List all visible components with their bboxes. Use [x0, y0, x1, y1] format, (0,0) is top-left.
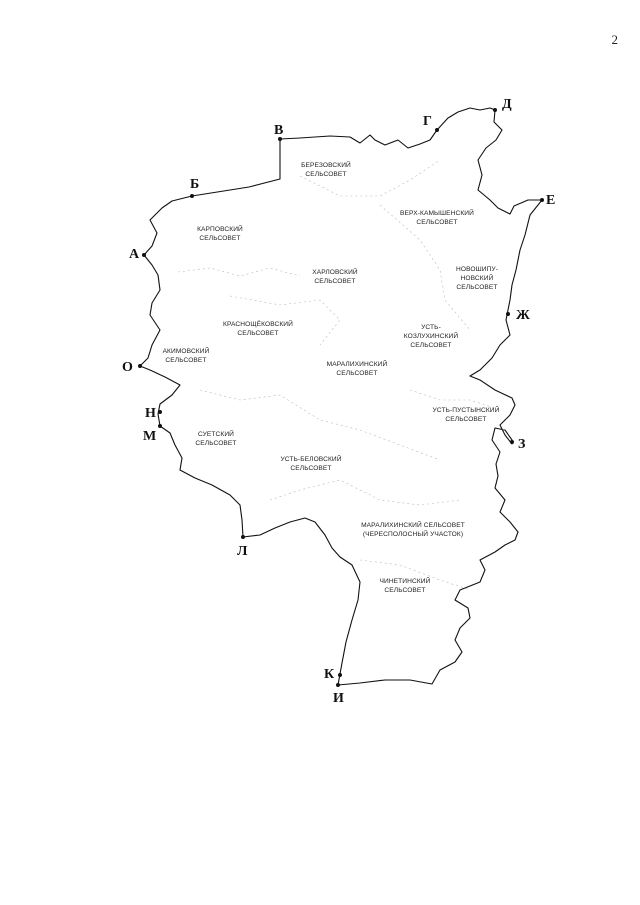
point-b: Б — [190, 177, 199, 198]
region-label-chinetinsky: ЧИНЕТИНСКИЙ СЕЛЬСОВЕТ — [379, 576, 430, 594]
point-d: Д — [493, 97, 512, 112]
svg-text:СЕЛЬСОВЕТ: СЕЛЬСОВЕТ — [165, 357, 206, 364]
region-label-suetsky: СУЕТСКИЙ СЕЛЬСОВЕТ — [195, 429, 236, 447]
region-label-ust-kozlukhinsky: УСТЬ- КОЗЛУХИНСКИЙ СЕЛЬСОВЕТ — [404, 324, 459, 349]
svg-text:СЕЛЬСОВЕТ: СЕЛЬСОВЕТ — [410, 342, 451, 349]
svg-text:НОВОШИПУ-: НОВОШИПУ- — [456, 266, 498, 273]
svg-text:СЕЛЬСОВЕТ: СЕЛЬСОВЕТ — [305, 171, 346, 178]
region-label-akimovsky: АКИМОВСКИЙ СЕЛЬСОВЕТ — [163, 346, 210, 364]
svg-text:СЕЛЬСОВЕТ: СЕЛЬСОВЕТ — [416, 219, 457, 226]
svg-text:УСТЬ-: УСТЬ- — [421, 324, 441, 331]
point-z: З — [510, 437, 525, 452]
point-a: А — [129, 247, 146, 262]
svg-text:УСТЬ-БЕЛОВСКИЙ: УСТЬ-БЕЛОВСКИЙ — [280, 454, 341, 463]
svg-text:СЕЛЬСОВЕТ: СЕЛЬСОВЕТ — [290, 465, 331, 472]
svg-text:КАРПОВСКИЙ: КАРПОВСКИЙ — [197, 224, 243, 233]
region-label-karpovsky: КАРПОВСКИЙ СЕЛЬСОВЕТ — [197, 224, 243, 242]
svg-text:НОВСКИЙ: НОВСКИЙ — [461, 273, 494, 282]
page-number: 2 — [611, 32, 619, 47]
svg-text:К: К — [324, 667, 335, 682]
region-label-maralikhinsky: МАРАЛИХИНСКИЙ СЕЛЬСОВЕТ — [327, 359, 388, 377]
point-i: И — [333, 683, 344, 706]
svg-text:СЕЛЬСОВЕТ: СЕЛЬСОВЕТ — [199, 235, 240, 242]
svg-text:КРАСНОЩЁКОВСКИЙ: КРАСНОЩЁКОВСКИЙ — [223, 319, 293, 328]
svg-text:КОЗЛУХИНСКИЙ: КОЗЛУХИНСКИЙ — [404, 331, 459, 340]
svg-text:АКИМОВСКИЙ: АКИМОВСКИЙ — [163, 346, 210, 355]
svg-text:В: В — [274, 123, 283, 138]
svg-text:ХАРЛОВСКИЙ: ХАРЛОВСКИЙ — [312, 267, 358, 276]
svg-text:БЕРЕЗОВСКИЙ: БЕРЕЗОВСКИЙ — [301, 160, 351, 169]
svg-text:СЕЛЬСОВЕТ: СЕЛЬСОВЕТ — [384, 587, 425, 594]
svg-text:Б: Б — [190, 177, 199, 192]
region-label-maralikhinsky-exclave: МАРАЛИХИНСКИЙ СЕЛЬСОВЕТ (ЧЕРЕСПОЛОСНЫЙ У… — [361, 520, 465, 538]
svg-text:Н: Н — [145, 406, 156, 421]
region-label-krasnoshchyokovsky: КРАСНОЩЁКОВСКИЙ СЕЛЬСОВЕТ — [223, 319, 293, 337]
point-k: К — [324, 667, 342, 682]
point-m: М — [143, 424, 162, 444]
svg-text:(ЧЕРЕСПОЛОСНЫЙ УЧАСТОК): (ЧЕРЕСПОЛОСНЫЙ УЧАСТОК) — [363, 529, 463, 538]
region-label-berezovsky: БЕРЕЗОВСКИЙ СЕЛЬСОВЕТ — [301, 160, 351, 178]
svg-text:Ж: Ж — [516, 308, 530, 323]
svg-text:М: М — [143, 429, 156, 444]
svg-text:СЕЛЬСОВЕТ: СЕЛЬСОВЕТ — [195, 440, 236, 447]
region-label-kharlovsky: ХАРЛОВСКИЙ СЕЛЬСОВЕТ — [312, 267, 358, 285]
svg-text:ВЕРХ-КАМЫШЕНСКИЙ: ВЕРХ-КАМЫШЕНСКИЙ — [400, 208, 474, 217]
svg-text:ЧИНЕТИНСКИЙ: ЧИНЕТИНСКИЙ — [379, 576, 430, 585]
point-v: В — [274, 123, 283, 141]
svg-text:И: И — [333, 691, 344, 706]
svg-text:А: А — [129, 247, 140, 262]
svg-text:СЕЛЬСОВЕТ: СЕЛЬСОВЕТ — [445, 416, 486, 423]
svg-text:СЕЛЬСОВЕТ: СЕЛЬСОВЕТ — [314, 278, 355, 285]
svg-text:Д: Д — [502, 97, 512, 112]
svg-text:Е: Е — [546, 193, 555, 208]
svg-text:Л: Л — [237, 544, 248, 559]
svg-text:З: З — [518, 437, 525, 452]
point-e: Е — [540, 193, 555, 208]
point-zh: Ж — [506, 308, 530, 323]
svg-text:УСТЬ-ПУСТЫНСКИЙ: УСТЬ-ПУСТЫНСКИЙ — [433, 405, 500, 414]
svg-text:МАРАЛИХИНСКИЙ СЕЛЬСОВЕТ: МАРАЛИХИНСКИЙ СЕЛЬСОВЕТ — [361, 520, 465, 529]
svg-text:Г: Г — [423, 114, 432, 129]
svg-text:СУЕТСКИЙ: СУЕТСКИЙ — [198, 429, 234, 438]
region-label-novoshipunovsky: НОВОШИПУ- НОВСКИЙ СЕЛЬСОВЕТ — [456, 266, 498, 291]
point-n: Н — [145, 406, 162, 421]
svg-text:СЕЛЬСОВЕТ: СЕЛЬСОВЕТ — [237, 330, 278, 337]
svg-text:О: О — [122, 360, 133, 375]
svg-text:СЕЛЬСОВЕТ: СЕЛЬСОВЕТ — [456, 284, 497, 291]
point-g: Г — [423, 114, 439, 132]
point-l: Л — [237, 535, 248, 559]
region-label-ust-belovsky: УСТЬ-БЕЛОВСКИЙ СЕЛЬСОВЕТ — [280, 454, 341, 472]
district-boundary — [139, 107, 543, 686]
point-o: О — [122, 360, 142, 375]
svg-text:СЕЛЬСОВЕТ: СЕЛЬСОВЕТ — [336, 370, 377, 377]
svg-text:МАРАЛИХИНСКИЙ: МАРАЛИХИНСКИЙ — [327, 359, 388, 368]
region-label-ust-pustynsky: УСТЬ-ПУСТЫНСКИЙ СЕЛЬСОВЕТ — [433, 405, 500, 423]
region-label-verkh-kamyshensky: ВЕРХ-КАМЫШЕНСКИЙ СЕЛЬСОВЕТ — [400, 208, 474, 226]
